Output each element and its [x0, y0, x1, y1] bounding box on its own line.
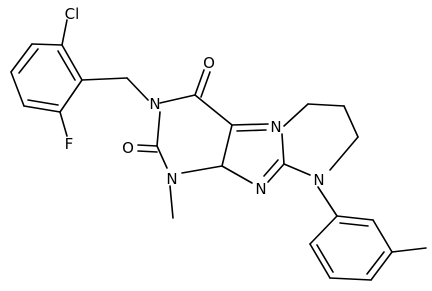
bond [169, 185, 174, 219]
bond [10, 71, 25, 107]
atom-label-n7: N [270, 118, 281, 136]
bond [18, 48, 39, 74]
bond [159, 94, 196, 104]
bond [156, 145, 168, 169]
bond-lines [10, 19, 427, 281]
bond [57, 50, 76, 81]
bond [23, 105, 61, 113]
bond [309, 243, 331, 279]
bond [316, 244, 334, 273]
bond [137, 150, 158, 153]
bond [61, 19, 68, 46]
bond [156, 111, 161, 147]
bond [137, 144, 158, 147]
bond [81, 77, 128, 81]
bond [391, 247, 427, 253]
bond [336, 215, 374, 221]
atom-label-f: F [65, 135, 74, 153]
bond [59, 79, 83, 113]
bond [27, 99, 59, 106]
bond [281, 133, 285, 165]
bond [329, 136, 359, 171]
bond [59, 111, 68, 137]
bond [236, 129, 267, 132]
bond [343, 105, 359, 138]
bond [181, 165, 223, 174]
bond [221, 165, 253, 184]
bond [194, 94, 233, 126]
bond [283, 103, 309, 127]
bond [31, 43, 63, 46]
bond [283, 163, 311, 176]
bond [231, 123, 269, 126]
bond [307, 103, 345, 107]
bond [126, 77, 149, 101]
bond [221, 124, 233, 167]
bond [339, 222, 369, 227]
bond [194, 69, 205, 96]
atom-label-n-aryl: N [313, 171, 324, 189]
bond [309, 215, 338, 245]
atom-label-o-top: O [203, 54, 215, 72]
atom-label-o-left: O [122, 139, 134, 157]
atom-label-cl: Cl [65, 5, 80, 23]
bond [329, 277, 372, 281]
bond [366, 251, 385, 275]
atom-label-n9: N [255, 180, 266, 198]
bond [317, 186, 338, 217]
bond [10, 43, 33, 73]
bond [267, 163, 285, 183]
bond [370, 251, 393, 281]
atom-label-n1: N [166, 170, 177, 188]
bond [372, 219, 393, 253]
atom-label-n3: N [149, 95, 160, 113]
atom-labels: Cl F O O N N N N N [65, 5, 325, 198]
bond [61, 44, 83, 81]
bond [200, 71, 211, 98]
bond [263, 159, 279, 177]
